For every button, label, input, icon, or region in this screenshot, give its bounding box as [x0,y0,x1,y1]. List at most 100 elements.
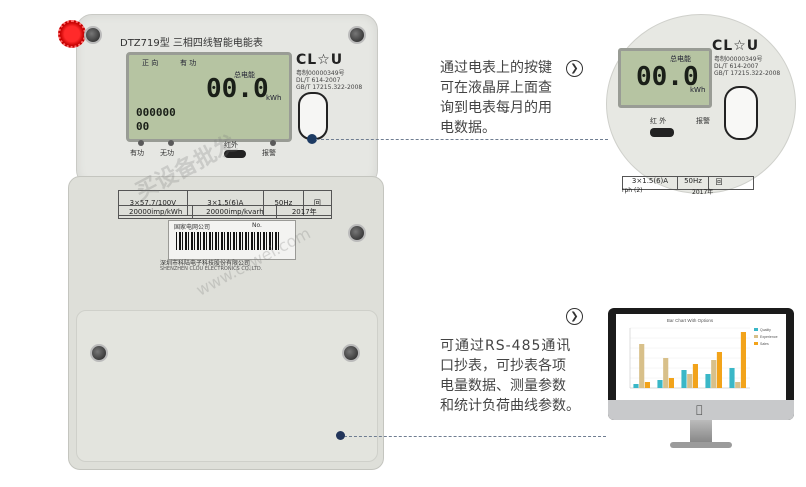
legend-label: Quality [760,328,771,332]
spec-cell: 回 [313,199,321,207]
apple-logo-icon:  [696,403,703,416]
bar-chart: Bar Chart With OptionsQualityExperienceS… [629,318,778,389]
pointer-dot [307,134,317,144]
monitor-stand [690,420,712,442]
indicator-label: 报警 [262,149,276,157]
barcode [176,232,280,250]
arrow-right-icon: ❯ [566,60,583,77]
zoom-lcd-reading: 00.0 [636,62,699,92]
callout-line: 电数据。 [440,120,496,136]
meter-terminal-cover [76,310,378,462]
spec-cell: 3×57.7/100V [119,191,188,215]
spec-cell: 2017年 [291,208,317,216]
brand-logo: CL☆U [296,52,344,68]
lcd-counter: 000000 [136,106,176,119]
callout-line: 询到电表每月的用 [440,100,552,116]
zoom-page-button [724,86,758,140]
spec-row: 20000imp/kWh 20000imp/kvarh 2017年 [118,205,332,219]
bar [639,344,645,388]
bar [663,358,669,388]
zoom-infrared-port [650,128,674,137]
brand-cert-line: 粤制00000349号 [296,70,345,77]
zoom-brand-cert-line: 粤制00000349号 [714,56,763,63]
bar [633,384,639,388]
company-name-en: SHENZHEN CLOU ELECTRONICS CO.,LTD. [160,266,263,272]
zoom-spec-row: 3×1.5(6)A 50Hz 回 [622,176,754,190]
spec-cell: 3×1.5(6)A [188,191,264,215]
callout-line: 电量数据、测量参数 [440,378,566,394]
callout-text: 可通过RS-485通讯 口抄表，可抄表各项 电量数据、测量参数 和统计负荷曲线参… [440,336,580,416]
callout-line: 可通过RS-485通讯 [440,338,572,354]
zoom-lcd-display [618,48,712,108]
legend-swatch [754,342,758,345]
meter-page-button[interactable] [298,92,328,140]
spec-cell: 20000imp/kvarh [193,206,278,218]
indicator-label: 红外 [224,141,238,149]
zoom-brand-logo: CL☆U [712,38,760,54]
bar [668,378,674,388]
callout-line: 和统计负荷曲线参数。 [440,398,580,414]
led-indicator-icon [270,140,276,146]
zoom-lcd-total-label: 总电能 [670,55,691,63]
company-name: 深圳市科陆电子科技股份有限公司 [160,260,251,267]
bar [705,374,711,388]
zoom-spec-row: rph (2) 2017年 [622,187,752,197]
lcd-reading: 00.0 [206,74,269,104]
legend-label: Sales [760,342,769,346]
pointer-line [316,139,608,140]
legend-swatch [754,335,758,338]
screw-icon [342,344,360,362]
brand-cert-line: GB/T 17215.322-2008 [296,84,363,91]
screw-icon [90,344,108,362]
meter-lcd-display [126,52,292,142]
lcd-total-label: 总电能 [234,71,255,79]
callout-line: 可在液晶屏上面查 [440,80,552,96]
asset-label-title: 国家电网公司 [174,224,211,231]
bar [729,368,735,388]
bar [740,332,746,388]
screw-icon [348,224,366,242]
lcd-unit: kWh [266,94,282,102]
asset-label-no: No. [252,222,262,229]
spec-cell: rph (2) [622,187,643,194]
spec-cell: 50Hz [678,177,709,189]
brand-cert-line: DL/T 614-2007 [296,77,341,84]
indicator-label: 有功 [130,149,144,157]
pointer-dot [336,431,345,440]
spec-cell: 50Hz [264,191,304,215]
zoom-lcd-unit: kWh [690,86,706,94]
infrared-port [224,150,246,158]
bar [644,382,650,388]
chart-title: Bar Chart With Options [667,318,714,323]
bar [711,360,717,388]
screw-icon [84,26,102,44]
bar [735,382,741,388]
legend-swatch [754,328,758,331]
zoom-indicator-label: 红 外 [650,117,667,125]
zoom-indicator-label: 报警 [696,117,710,125]
led-indicator-icon [168,140,174,146]
spec-cell: 回 [715,178,723,186]
bar [657,380,663,388]
spec-row: 3×57.7/100V 3×1.5(6)A 50Hz 回 [118,190,332,216]
arrow-right-icon: ❯ [566,308,583,325]
pointer-line [344,436,606,437]
lcd-counter-2: 00 [136,120,150,133]
monitor-chin [608,400,794,420]
callout-line: 通过电表上的按键 [440,60,552,76]
zoom-brand-cert-line: DL/T 614-2007 [714,63,759,70]
spec-cell: 20000imp/kWh [119,206,194,218]
callout-line: 口抄表，可抄表各项 [440,358,566,374]
zoom-brand-cert-line: GB/T 17215.322-2008 [714,70,781,77]
spec-cell: 2017年 [692,189,714,196]
bar [716,352,722,388]
lcd-forward-label: 正 向 [142,59,159,67]
lcd-active-label: 有 功 [180,59,197,67]
led-indicator-icon [138,140,144,146]
spec-cell: 3×1.5(6)A [623,177,678,189]
meter-model: DTZ719型 三相四线智能电能表 [120,38,263,49]
bar [692,364,698,388]
bar [687,374,693,388]
indicator-label: 无功 [160,149,174,157]
